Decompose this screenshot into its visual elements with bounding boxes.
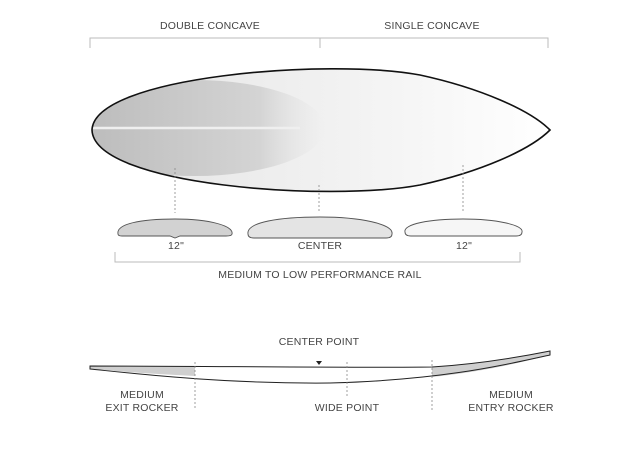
single-concave-label: SINGLE CONCAVE (384, 20, 479, 32)
exit-rocker-label-line2: EXIT ROCKER (105, 402, 178, 414)
board-top-view (91, 68, 552, 193)
entry-rocker-label-line2: ENTRY ROCKER (468, 402, 554, 414)
exit-rocker-label-line1: MEDIUM (120, 389, 164, 401)
rail-label-left: 12" (168, 240, 184, 252)
rail-caption: MEDIUM TO LOW PERFORMANCE RAIL (218, 269, 421, 281)
center-point-label: CENTER POINT (279, 336, 360, 348)
entry-rocker-label-line1: MEDIUM (489, 389, 533, 401)
wide-point-label: WIDE POINT (315, 402, 380, 414)
concave-bracket (89, 37, 549, 48)
board-side-profile (89, 350, 551, 384)
rail-label-center: CENTER (298, 240, 343, 252)
rail-bracket (114, 252, 521, 263)
rail-label-right: 12" (456, 240, 472, 252)
double-concave-label: DOUBLE CONCAVE (160, 20, 260, 32)
rail-section-left (117, 218, 233, 239)
rail-section-right (404, 218, 523, 237)
rail-section-center (247, 216, 393, 239)
center-point-arrow-icon (316, 361, 322, 365)
